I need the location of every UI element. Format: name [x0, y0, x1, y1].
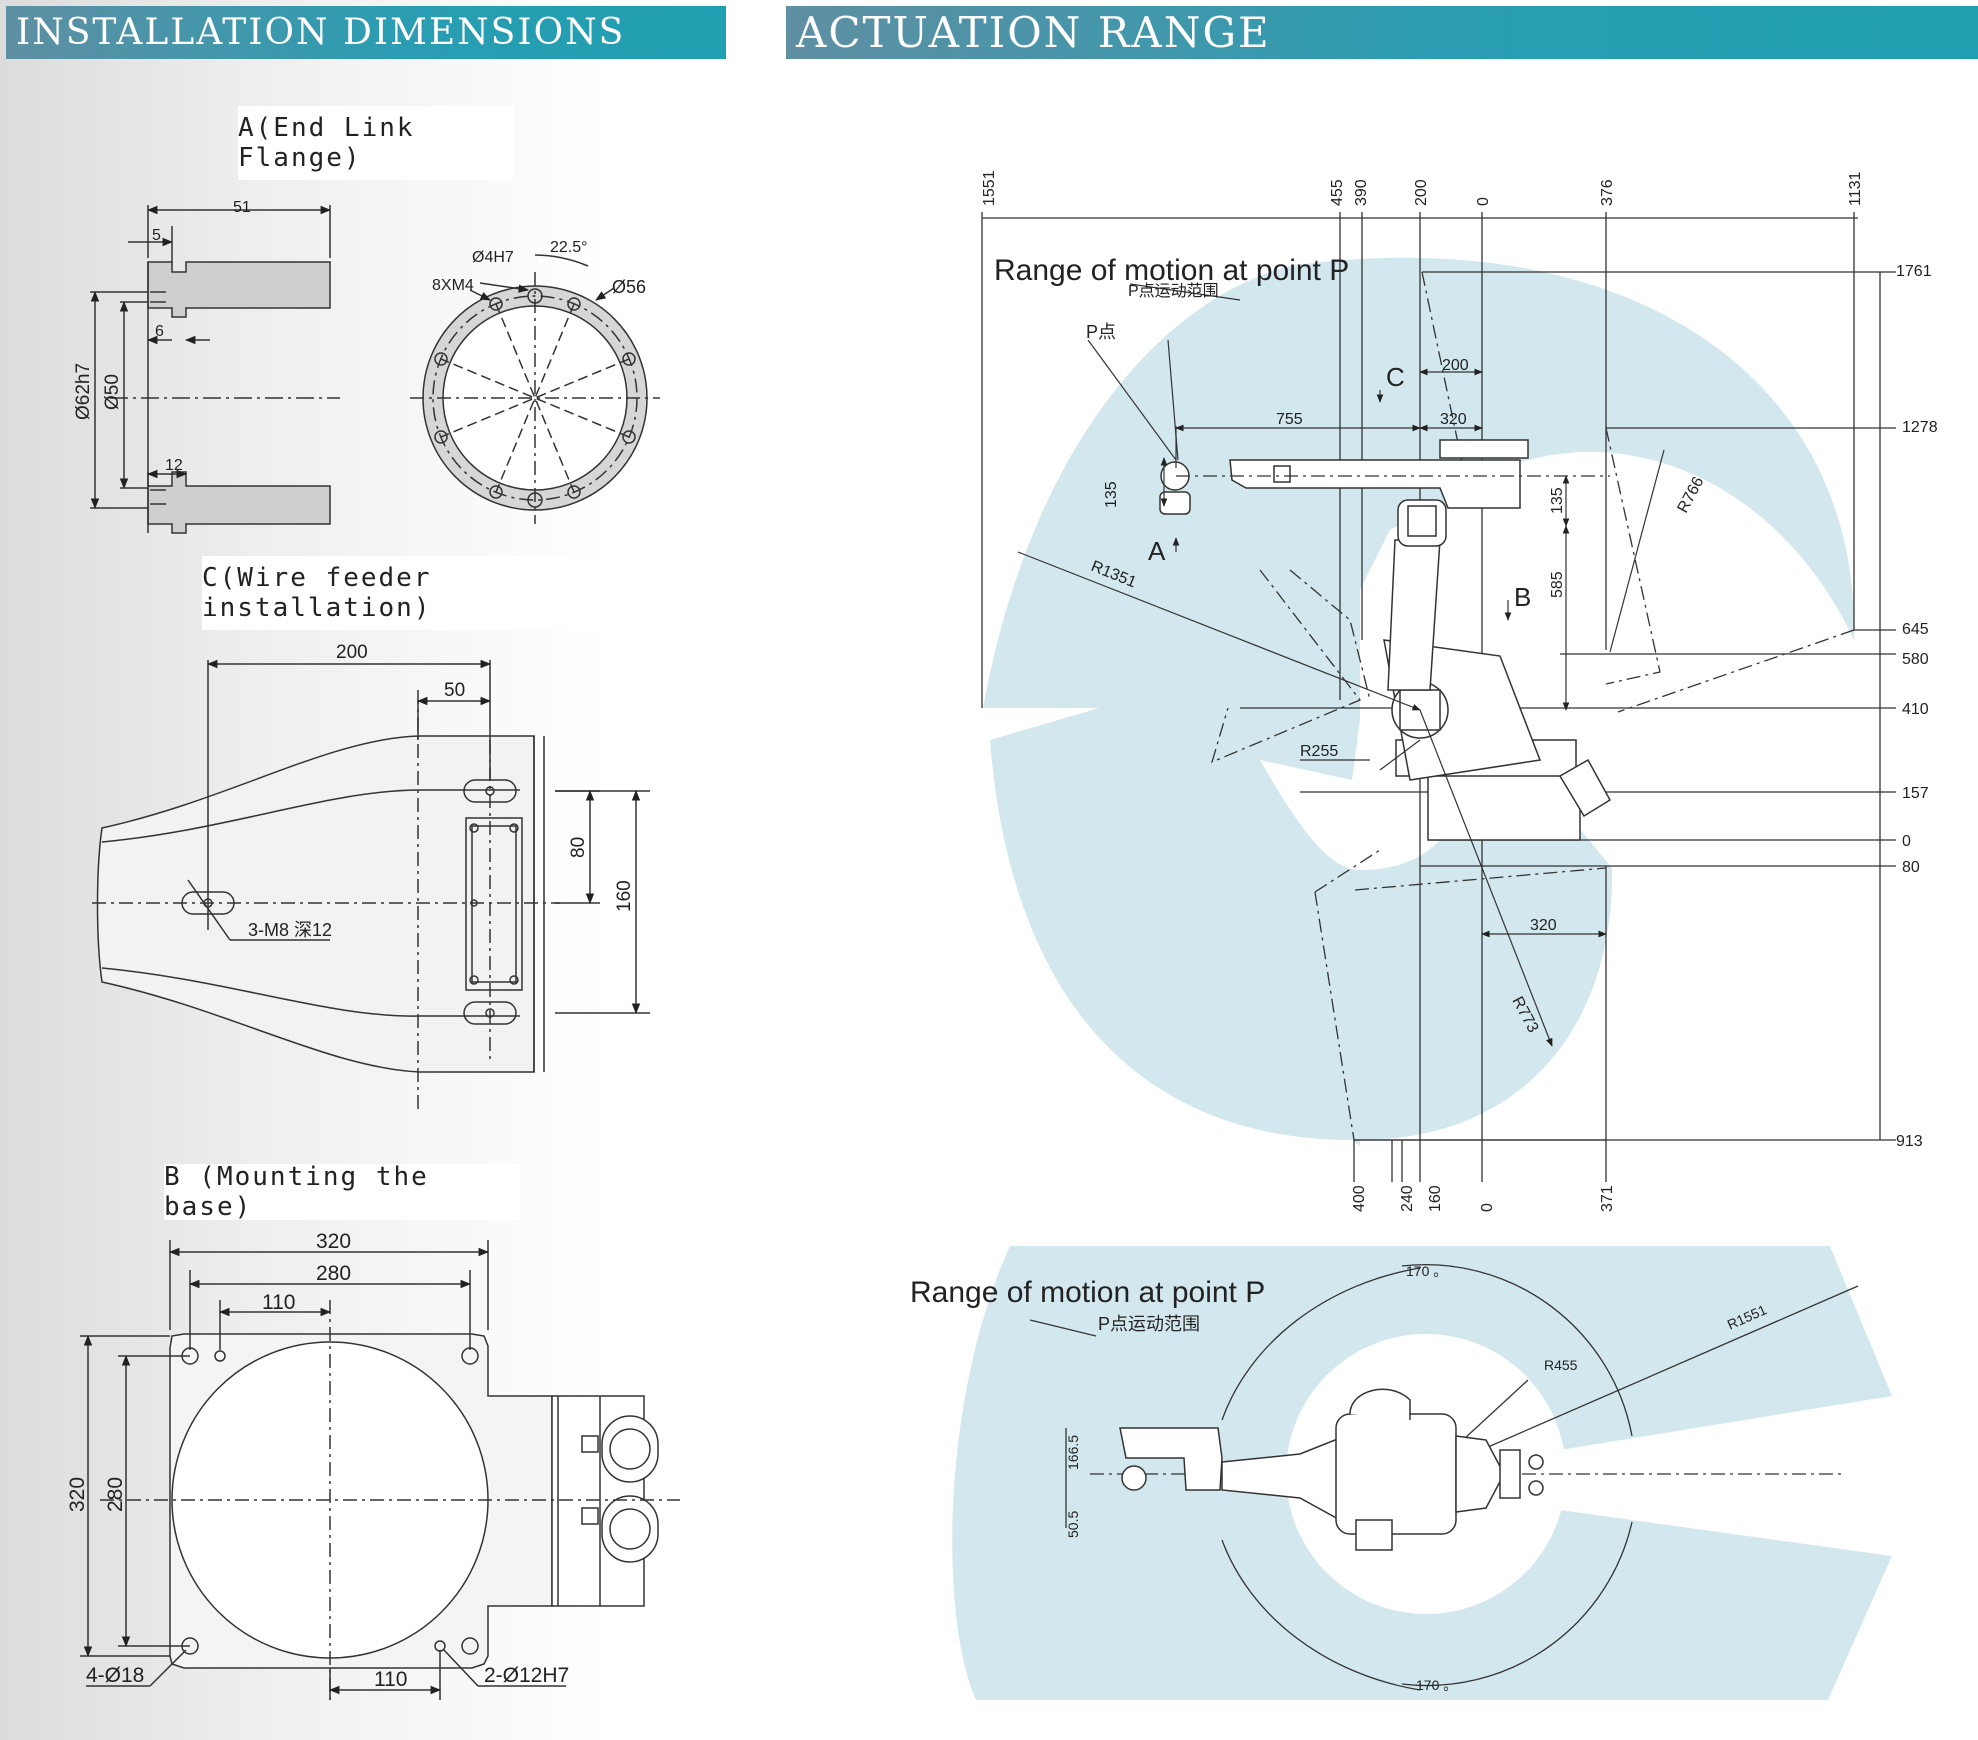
dim-50-5: 50.5 [1065, 1511, 1081, 1538]
wire-feeder-dims: 200 50 80 160 3-M8 深12 [248, 642, 635, 940]
dim-320: 320 [1440, 411, 1467, 428]
dim-8xm4: 8XM4 [432, 277, 474, 294]
radius-766: R766 [1675, 474, 1708, 516]
bottom-tick-0: 0 [1479, 1203, 1496, 1212]
dim-280-h: 280 [104, 1477, 127, 1512]
dim-22-5: 22.5° [550, 239, 588, 256]
flange-front-dims: Ø4H7 22.5° 8XM4 Ø56 [432, 239, 646, 297]
top-tick-1131: 1131 [1847, 171, 1864, 206]
bottom-tick-400: 400 [1351, 1185, 1368, 1212]
actuation-range-header: ACTUATION RANGE [786, 6, 1978, 59]
bottom-tick-160: 160 [1427, 1185, 1444, 1212]
marker-b: B [1514, 582, 1531, 612]
top-tick-200: 200 [1413, 179, 1430, 206]
dim-135-b: 135 [1549, 487, 1566, 514]
dim-200: 200 [336, 642, 368, 663]
installation-dimensions-title: INSTALLATION DIMENSIONS [16, 12, 626, 53]
end-link-flange-label: A(End Link Flange) [238, 106, 514, 180]
dim-80: 80 [568, 837, 589, 858]
dim-3-m8: 3-M8 深12 [248, 920, 332, 940]
dim-160: 160 [614, 880, 635, 912]
top-tick-376: 376 [1599, 179, 1616, 206]
dim-50: Ø50 [102, 374, 123, 410]
installation-dimensions-header: INSTALLATION DIMENSIONS [6, 6, 726, 59]
actuation-range-title: ACTUATION RANGE [796, 8, 1271, 57]
dim-50: 50 [444, 680, 465, 701]
right-tick-0: 0 [1902, 833, 1911, 850]
top-tick-455: 455 [1329, 179, 1346, 206]
dim-755: 755 [1276, 411, 1303, 428]
top-view-subtitle: P点运动范围 [1098, 1314, 1200, 1334]
dim-320-b: 320 [1530, 917, 1557, 934]
dim-51: 51 [233, 199, 251, 216]
dim-62h7: Ø62h7 [73, 363, 94, 420]
top-tick-390: 390 [1353, 179, 1370, 206]
dim-135-a: 135 [1103, 481, 1120, 508]
top-tick-0: 0 [1475, 197, 1492, 206]
right-tick-913: 913 [1896, 1133, 1923, 1150]
marker-c: C [1386, 362, 1405, 392]
side-view-subtitle: P点运动范围 [1128, 282, 1219, 300]
dim-320-w: 320 [316, 1230, 351, 1253]
dim-5: 5 [152, 227, 161, 244]
p-point-label: P点 [1086, 322, 1116, 342]
radius-255: R255 [1300, 743, 1338, 760]
dim-2-12h7: 2-Ø12H7 [484, 1664, 569, 1687]
side-view-title: Range of motion at point P [994, 254, 1349, 287]
dim-110-bottom: 110 [374, 1668, 407, 1691]
top-view-title: Range of motion at point P [910, 1276, 1265, 1309]
dim-320-h: 320 [66, 1477, 89, 1512]
dim-110-top: 110 [262, 1291, 295, 1314]
side-view-robot [1159, 439, 1612, 841]
marker-a: A [1148, 536, 1166, 566]
dim-56: Ø56 [612, 277, 646, 297]
dim-4-18: 4-Ø18 [86, 1664, 144, 1687]
flange-side-dims: 51 5 6 12 Ø62h7 Ø50 [73, 199, 251, 474]
right-tick-1761: 1761 [1896, 263, 1932, 280]
side-view-motion-region [983, 257, 1855, 1146]
dim-6: 6 [155, 323, 164, 340]
bottom-tick-371: 371 [1599, 1185, 1616, 1212]
right-tick-80: 80 [1902, 859, 1920, 876]
top-view-robot [1119, 1388, 1544, 1551]
flange-side-view [90, 205, 340, 534]
dim-166-5: 166.5 [1065, 1435, 1081, 1470]
dim-200: 200 [1442, 357, 1469, 374]
mounting-base-label: B (Mounting the base) [164, 1162, 520, 1222]
top-view-text: Range of motion at point P P点运动范围 170 。 … [910, 1263, 1769, 1693]
base-dims: 320 280 110 320 280 4-Ø18 110 2-Ø12H7 [66, 1230, 569, 1691]
top-tick-1551: 1551 [981, 170, 998, 206]
wire-feeder-label: C(Wire feeder installation) [202, 556, 646, 630]
right-tick-410: 410 [1902, 701, 1929, 718]
dim-4h7: Ø4H7 [472, 249, 514, 266]
side-view-dim-lines [1017, 283, 1665, 1047]
bottom-tick-240: 240 [1399, 1185, 1416, 1212]
dim-12: 12 [165, 457, 183, 474]
angle-170-top: 170 。 [1406, 1263, 1447, 1279]
dim-585: 585 [1549, 571, 1566, 598]
right-tick-1278: 1278 [1902, 419, 1938, 436]
right-tick-645: 645 [1902, 621, 1929, 638]
flange-front-view [410, 254, 660, 524]
wire-feeder-drawing [92, 659, 650, 1110]
angle-170-bottom: 170 。 [1416, 1677, 1457, 1693]
dim-280-w: 280 [316, 1262, 351, 1285]
right-tick-157: 157 [1902, 785, 1929, 802]
right-tick-580: 580 [1902, 651, 1929, 668]
radius-455: R455 [1544, 1357, 1578, 1373]
base-drawing [80, 1240, 680, 1700]
